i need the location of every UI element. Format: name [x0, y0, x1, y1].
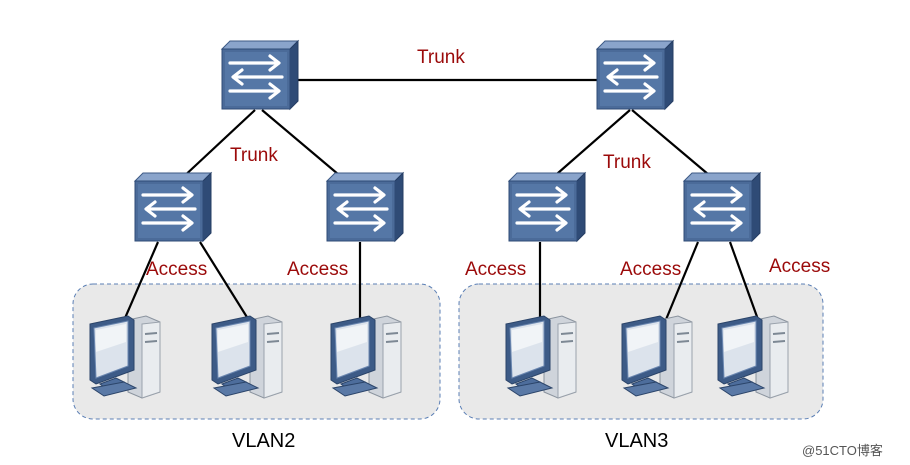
watermark-text: @51CTO博客: [802, 443, 883, 458]
core-switch-left[interactable]: [220, 39, 300, 111]
switch-icon: [507, 171, 587, 243]
trunk-label-core: Trunk: [417, 47, 465, 68]
access-switch-3[interactable]: [507, 171, 587, 243]
switch-icon: [325, 171, 405, 243]
access-link-5: [663, 241, 700, 323]
vlan3-label: VLAN3: [605, 430, 668, 452]
trunk-label-left: Trunk: [230, 145, 278, 166]
trunk-link-right-b: [631, 109, 716, 181]
access-label-2: Access: [287, 259, 348, 280]
switch-icon: [220, 39, 300, 111]
access-switch-1[interactable]: [133, 171, 213, 243]
access-switch-2[interactable]: [325, 171, 405, 243]
access-label-5: Access: [769, 256, 830, 277]
access-switch-4[interactable]: [682, 171, 762, 243]
access-link-6: [728, 241, 762, 326]
switch-icon: [133, 171, 213, 243]
trunk-link-left-b: [261, 109, 346, 181]
trunk-label-right: Trunk: [603, 152, 651, 173]
trunk-link-left-a: [179, 109, 256, 181]
access-label-4: Access: [620, 259, 681, 280]
access-label-3: Access: [465, 259, 526, 280]
access-link-2: [199, 241, 251, 323]
access-label-1: Access: [146, 259, 207, 280]
switch-icon: [595, 39, 675, 111]
access-link-1: [120, 241, 160, 326]
links: [120, 78, 762, 326]
vlan2-label: VLAN2: [232, 430, 295, 452]
trunk-link-right-a: [549, 109, 631, 181]
core-switch-right[interactable]: [595, 39, 675, 111]
switch-icon: [682, 171, 762, 243]
